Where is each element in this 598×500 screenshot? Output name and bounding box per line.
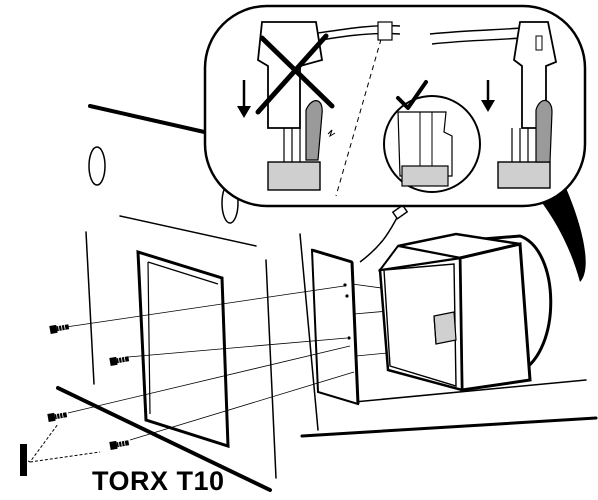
screw-icon (109, 440, 130, 450)
step-marker (20, 444, 27, 476)
appliance-panel (56, 104, 598, 492)
screw-icon (49, 324, 70, 334)
connector-plug-icon (391, 204, 409, 220)
panel-hole-left (88, 146, 106, 186)
cross-mark-icon (255, 33, 335, 115)
leader-lines (23, 423, 101, 463)
callout-pointer (540, 188, 586, 282)
mounting-plate (310, 248, 360, 406)
right-example (383, 21, 558, 193)
screw-icon (109, 356, 130, 366)
module-box (377, 232, 553, 392)
screw-icon (47, 412, 68, 422)
callout-bubble (203, 4, 587, 208)
panel-opening (136, 249, 230, 449)
connector-cable (359, 215, 399, 263)
down-arrow-icon (481, 80, 495, 112)
down-arrow-icon (237, 80, 251, 118)
check-mark-icon (396, 80, 428, 110)
tool-label: TORX T10 (92, 466, 225, 496)
